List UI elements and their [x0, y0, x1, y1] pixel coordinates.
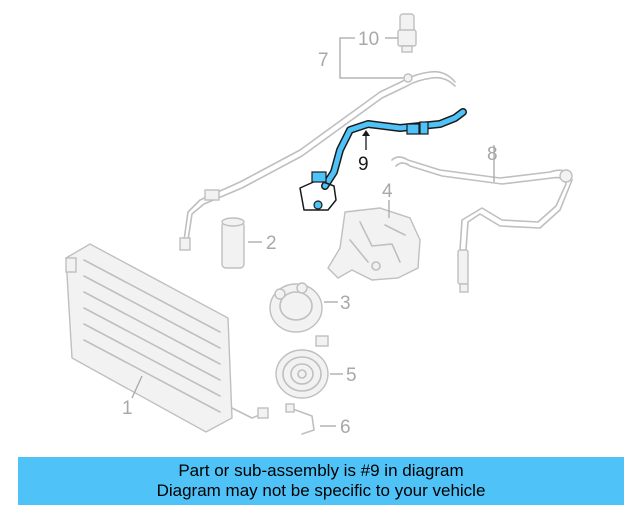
part-5-clutch[interactable]: [275, 349, 329, 399]
callout-arrow-9: [362, 130, 370, 136]
parts-diagram: 10 7 8 4 9: [65, 13, 573, 438]
part-3-compressor[interactable]: [269, 282, 329, 347]
callout-7: 7: [318, 50, 329, 71]
part-4-bracket[interactable]: [327, 207, 421, 281]
callout-9: 9: [358, 154, 369, 175]
callout-1: 1: [122, 398, 133, 419]
callout-10: 10: [358, 29, 379, 50]
part-9-hose-highlighted[interactable]: [299, 108, 467, 211]
callout-5: 5: [346, 365, 357, 386]
part-8-line[interactable]: [391, 156, 573, 293]
callout-4: 4: [382, 181, 393, 202]
callout-8: 8: [487, 144, 498, 165]
callout-6: 6: [340, 417, 351, 438]
callout-bracket-7: [339, 37, 404, 79]
part-10-switch[interactable]: [397, 13, 417, 53]
part-6-fitting[interactable]: [285, 403, 315, 435]
part-7-line[interactable]: [179, 70, 456, 251]
callout-line-1: [131, 375, 143, 399]
info-banner: Part or sub-assembly is #9 in diagram Di…: [18, 457, 624, 505]
part-2-drier[interactable]: [221, 217, 245, 269]
banner-line-1: Part or sub-assembly is #9 in diagram: [178, 461, 464, 480]
part-1-condenser[interactable]: [65, 243, 269, 433]
banner-line-2: Diagram may not be specific to your vehi…: [156, 481, 486, 500]
callout-3: 3: [340, 293, 351, 314]
callout-2: 2: [266, 233, 277, 254]
